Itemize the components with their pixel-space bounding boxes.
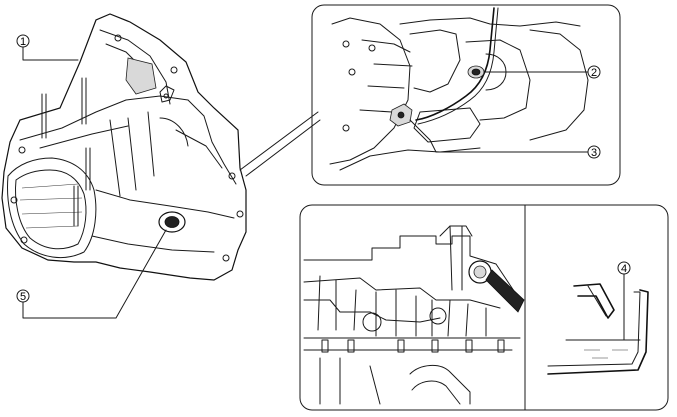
callout-2-label: 2 [591, 67, 597, 79]
callout-4-label: 4 [621, 263, 627, 275]
callout-3: 3 [409, 119, 601, 159]
callout-5: 5 [16, 229, 167, 319]
filler-hole-view [303, 225, 525, 405]
callout-4: 4 [617, 261, 631, 341]
callout-5-label: 5 [20, 291, 26, 303]
fitting-2 [467, 65, 485, 79]
callout-3-label: 3 [591, 147, 597, 159]
oil-level-inset: 4 [299, 204, 669, 411]
oil-level-view: 4 [547, 261, 649, 375]
fitting-3 [389, 103, 413, 127]
inset-pointer [239, 111, 321, 177]
filler-plug-inset: 2 3 [311, 4, 621, 186]
callout-2: 2 [483, 65, 601, 79]
callout-1: 1 [16, 34, 79, 61]
transaxle-case [1, 13, 247, 281]
drain-plug [158, 211, 186, 233]
callout-1-label: 1 [20, 36, 26, 48]
